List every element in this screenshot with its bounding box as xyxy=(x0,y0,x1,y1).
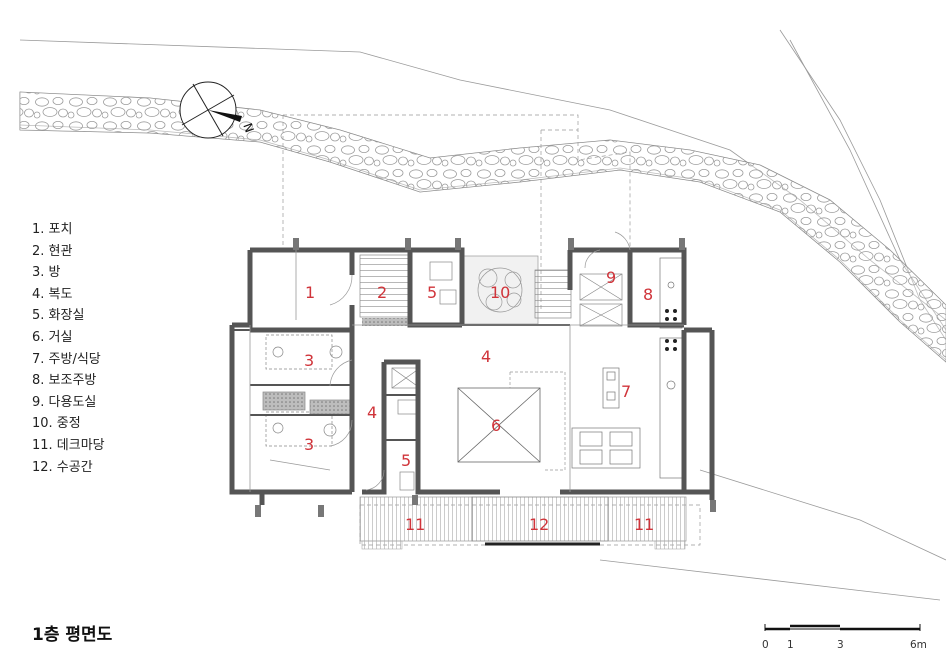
courtyard-stairs xyxy=(534,269,572,319)
legend-item: 4. 복도 xyxy=(32,286,73,302)
legend-item: 10. 중정 xyxy=(32,416,81,432)
room-number: 8 xyxy=(643,285,653,304)
legend-item: 8. 보조주방 xyxy=(32,373,97,389)
room-number: 9 xyxy=(606,268,616,287)
room-number: 12 xyxy=(529,515,549,534)
scale-tick-label: 0 xyxy=(762,639,769,651)
legend-item: 12. 수공간 xyxy=(32,459,93,475)
living-room-skylight xyxy=(457,387,541,463)
deck-right xyxy=(607,496,687,542)
legend-item: 3. 방 xyxy=(32,265,61,281)
cooktop-icon xyxy=(665,309,677,351)
room-number: 3 xyxy=(304,351,314,370)
scale-tick-label: 3 xyxy=(837,639,844,651)
legend-item: 1. 포치 xyxy=(32,222,73,237)
room-number: 1 xyxy=(305,283,315,302)
room-number: 11 xyxy=(634,515,654,534)
entrance-stairs xyxy=(359,254,411,318)
room-number: 7 xyxy=(621,382,631,401)
room-furniture xyxy=(262,261,457,491)
scale-tick-label: 1 xyxy=(787,639,794,651)
room-number: 4 xyxy=(481,347,491,366)
compass-icon xyxy=(179,81,242,139)
courtyard xyxy=(461,255,539,325)
room-number: 2 xyxy=(377,283,387,302)
legend-item: 11. 데크마당 xyxy=(32,437,105,453)
room-number: 4 xyxy=(367,403,377,422)
room-number: 5 xyxy=(401,451,411,470)
room-number: 6 xyxy=(491,416,501,435)
deck-left xyxy=(359,496,473,542)
plan-title: 1층 평면도 xyxy=(32,625,113,645)
legend-item: 5. 화장실 xyxy=(32,308,85,324)
room-number: 10 xyxy=(490,283,510,302)
kitchen-furniture xyxy=(571,257,683,479)
room-number: 11 xyxy=(405,515,425,534)
room-number: 5 xyxy=(427,283,437,302)
room-number: 3 xyxy=(304,435,314,454)
legend-item: 6. 거실 xyxy=(32,329,73,345)
legend-item: 9. 다용도실 xyxy=(32,394,97,410)
stone-retaining-wall xyxy=(19,91,946,363)
scale-tick-label: 6m xyxy=(910,639,927,651)
water-space xyxy=(471,496,609,542)
scale-bar xyxy=(764,624,921,631)
legend-item: 2. 현관 xyxy=(32,243,73,259)
legend-item: 7. 주방/식당 xyxy=(32,351,101,367)
room-legend: 1. 포치 2. 현관 3. 방 4. 복도 5. 화장실 6. 거실 7. 주… xyxy=(32,219,105,478)
